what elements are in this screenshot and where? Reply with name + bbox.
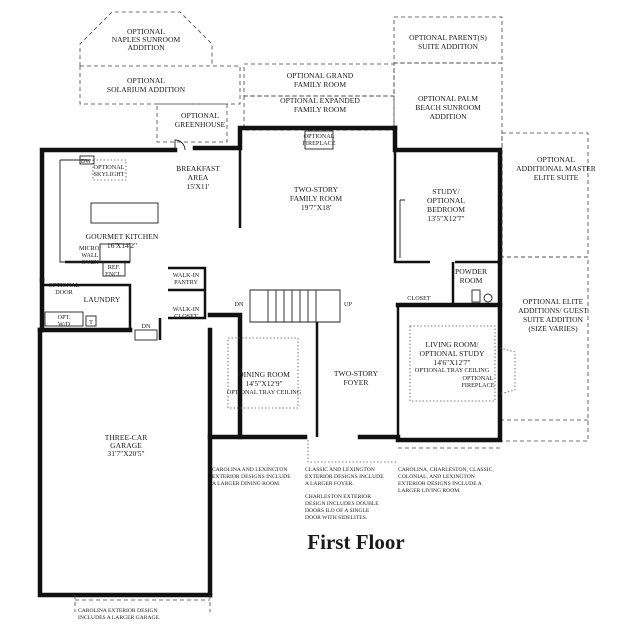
opt-wd-label: OPT.W/D bbox=[58, 314, 71, 328]
room-details bbox=[44, 130, 516, 612]
dining-tray-label: OPTIONAL TRAY CEILING bbox=[227, 389, 302, 396]
page-title: First Floor bbox=[307, 530, 404, 554]
living-note: CAROLINA, CHARLESTON, CLASSIC,COLONIAL, … bbox=[398, 467, 494, 494]
living-tray-label: OPTIONAL TRAY CEILING bbox=[415, 367, 490, 374]
ref-label: REF.ENCL. bbox=[105, 264, 123, 278]
optional-additions-outlines bbox=[79, 11, 589, 442]
laundry-label: LAUNDRY bbox=[84, 295, 121, 304]
dw-label: DW bbox=[81, 158, 91, 165]
up-label: UP bbox=[344, 301, 352, 308]
parents-suite-label: OPTIONAL PARENT(S)SUITE ADDITION bbox=[409, 33, 487, 51]
toilet-label: T bbox=[89, 319, 93, 326]
closet-label: CLOSET bbox=[407, 295, 431, 302]
dn-kitchen-label: DN bbox=[235, 301, 244, 308]
walls bbox=[37, 125, 503, 598]
dn-garage-label: DN bbox=[142, 323, 151, 330]
